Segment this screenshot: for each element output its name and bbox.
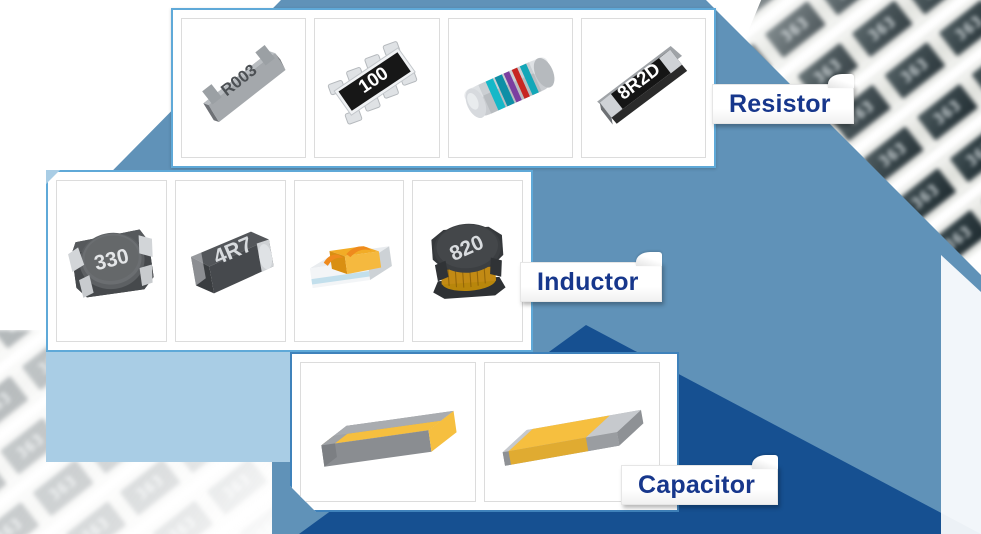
shielded-power-inductor-icon: 330: [68, 229, 154, 298]
tape-cell-marking: 363: [132, 470, 168, 504]
capacitor-tab[interactable]: Capacitor: [621, 455, 779, 505]
panel-resistor-cells: R003 100: [173, 10, 714, 166]
panel-capacitor[interactable]: [290, 352, 679, 512]
cell-melf-resistor[interactable]: [447, 18, 573, 158]
panel-inductor[interactable]: 330 4R7: [46, 170, 533, 352]
tape-cell: 363: [151, 500, 213, 534]
resistor-tab-label: Resistor: [729, 89, 831, 118]
tape-cell: 363: [119, 458, 181, 516]
resistor-tab[interactable]: Resistor: [712, 74, 854, 124]
cell-multilayer-chip-inductor[interactable]: [293, 180, 405, 342]
melf-resistor-icon: [464, 57, 555, 119]
tape-cell-marking: 363: [2, 330, 37, 336]
unshielded-drum-inductor-icon: 820: [431, 223, 506, 299]
resistor-network-array-icon: 100: [327, 41, 418, 125]
cell-thick-film-chip-resistor[interactable]: R003: [181, 18, 307, 158]
tape-cell: 363: [206, 457, 268, 515]
panel-resistor[interactable]: R003 100: [165, 2, 722, 174]
tape-cell-marking: 363: [45, 471, 81, 504]
multilayer-chip-inductor-icon: [309, 246, 392, 289]
capacitor-tab-label: Capacitor: [638, 470, 756, 499]
cell-resistor-network-array[interactable]: 100: [314, 18, 440, 158]
thick-film-chip-resistor-icon: R003: [201, 45, 286, 123]
tape-cell: 363: [0, 501, 39, 534]
inductor-tab-label: Inductor: [537, 267, 639, 296]
panel-capacitor-cells: [292, 354, 677, 510]
chip-resistor-black-icon: 8R2D: [597, 46, 688, 125]
cell-shielded-power-inductor[interactable]: 330: [56, 180, 167, 342]
panel-inductor-cells: 330 4R7: [48, 172, 531, 350]
tape-cell-marking: 363: [164, 512, 200, 534]
cell-wirewound-chip-inductor[interactable]: 4R7: [174, 180, 286, 342]
tape-cell: 363: [32, 459, 94, 517]
cell-mlcc-chip-capacitor-thick[interactable]: [300, 362, 476, 502]
wirewound-chip-inductor-icon: 4R7: [190, 231, 274, 294]
tape-cell-marking: 363: [0, 387, 15, 421]
cell-chip-resistor-black[interactable]: 8R2D: [580, 18, 706, 158]
mlcc-chip-capacitor-thin-icon: [488, 373, 656, 491]
tape-cell-marking: 363: [12, 429, 48, 463]
inductor-tab[interactable]: Inductor: [520, 252, 662, 302]
tape-cell-marking: 363: [0, 513, 26, 534]
tape-cell-marking: 363: [219, 469, 255, 503]
tape-cell-marking: 363: [77, 513, 113, 534]
cell-unshielded-drum-inductor[interactable]: 820: [412, 180, 523, 342]
mlcc-chip-capacitor-thick-icon: [304, 373, 472, 491]
